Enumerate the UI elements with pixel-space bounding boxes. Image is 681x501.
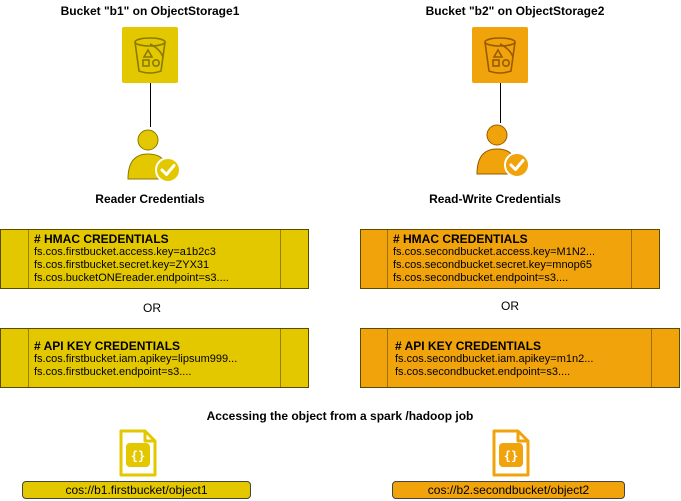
object1-file: {} [117, 429, 157, 477]
hmac-line: fs.cos.firstbucket.secret.key=ZYX31 [34, 259, 210, 271]
json-file-icon: {} [119, 429, 157, 477]
verified-user-icon [127, 129, 181, 183]
read-write-user [473, 122, 531, 180]
read-write-credentials-label: Read-Write Credentials [429, 192, 561, 206]
apikey-line: fs.cos.firstbucket.iam.apikey=lipsum999.… [34, 353, 238, 365]
box-divider [280, 329, 281, 387]
box-divider [387, 230, 388, 288]
box-divider [631, 230, 632, 288]
svg-text:{}: {} [504, 449, 518, 463]
hmac-line: fs.cos.bucketONEreader.endpoint=s3.... [34, 272, 229, 284]
verified-user-icon [476, 124, 530, 178]
apikey-credentials-box-b1: # API KEY CREDENTIALS fs.cos.firstbucket… [0, 328, 309, 388]
hmac-line: fs.cos.firstbucket.access.key=a1b2c3 [34, 246, 216, 258]
apikey-credentials-box-b2: # API KEY CREDENTIALS fs.cos.secondbucke… [360, 328, 680, 388]
apikey-header: # API KEY CREDENTIALS [395, 339, 542, 353]
hmac-header: # HMAC CREDENTIALS [34, 232, 169, 246]
hmac-line: fs.cos.secondbucket.secret.key=mnop65 [393, 259, 593, 271]
box-divider [651, 329, 652, 387]
box-divider [280, 230, 281, 288]
hmac-text-b1: # HMAC CREDENTIALS fs.cos.firstbucket.ac… [34, 233, 229, 285]
object2-url: cos://b2.secondbucket/object2 [392, 481, 625, 499]
bucket-b2-connector [500, 83, 501, 123]
apikey-line: fs.cos.secondbucket.iam.apikey=m1n2... [395, 353, 594, 365]
box-divider [387, 329, 388, 387]
bucket-icon [134, 37, 166, 74]
hmac-line: fs.cos.secondbucket.access.key=M1N2... [393, 246, 596, 258]
object2-file: {} [490, 429, 530, 477]
reader-user [124, 127, 182, 185]
apikey-line: fs.cos.secondbucket.endpoint=s3.... [395, 366, 571, 378]
or-label-right: OR [501, 299, 519, 313]
bucket-b2-title: Bucket "b2" on ObjectStorage2 [425, 4, 605, 18]
bucket-b2-tile [472, 27, 528, 83]
box-divider [28, 329, 29, 387]
apikey-text-b1: # API KEY CREDENTIALS fs.cos.firstbucket… [34, 340, 237, 379]
hmac-header: # HMAC CREDENTIALS [393, 232, 528, 246]
bucket-b1-tile [122, 27, 178, 83]
apikey-header: # API KEY CREDENTIALS [34, 339, 181, 353]
box-divider [28, 230, 29, 288]
apikey-text-b2: # API KEY CREDENTIALS fs.cos.secondbucke… [395, 340, 593, 379]
bucket-b1-connector [150, 83, 151, 127]
svg-text:{}: {} [131, 449, 145, 463]
hmac-text-b2: # HMAC CREDENTIALS fs.cos.secondbucket.a… [393, 233, 595, 285]
or-label-left: OR [143, 301, 161, 315]
apikey-line: fs.cos.firstbucket.endpoint=s3.... [34, 366, 192, 378]
bucket-b1-title: Bucket "b1" on ObjectStorage1 [60, 4, 240, 18]
object1-url: cos://b1.firstbucket/object1 [22, 481, 251, 499]
hmac-credentials-box-b1: # HMAC CREDENTIALS fs.cos.firstbucket.ac… [0, 229, 309, 289]
json-file-icon: {} [492, 429, 530, 477]
hmac-credentials-box-b2: # HMAC CREDENTIALS fs.cos.secondbucket.a… [360, 229, 660, 289]
hmac-line: fs.cos.secondbucket.endpoint=s3.... [393, 272, 569, 284]
reader-credentials-label: Reader Credentials [95, 192, 205, 206]
bucket-icon [484, 37, 516, 74]
access-caption: Accessing the object from a spark /hadoo… [206, 409, 474, 423]
